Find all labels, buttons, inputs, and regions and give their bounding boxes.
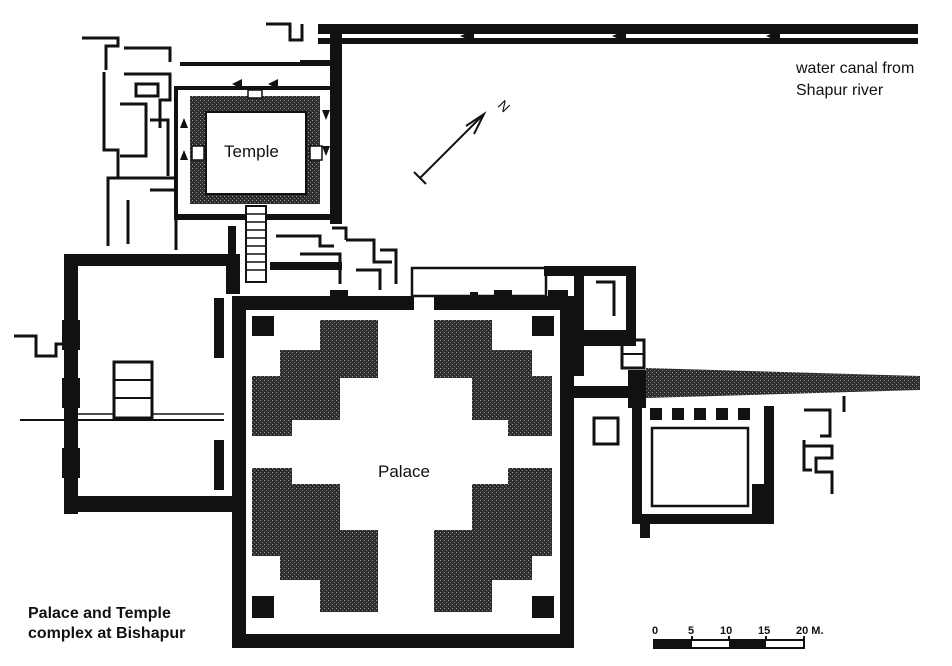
east-annex [802, 396, 846, 494]
canal-label-line-1: water canal from [796, 60, 915, 77]
northeast-rooms [410, 266, 636, 446]
north-label: N [495, 97, 513, 115]
canal-label: water canal from Shapur river [796, 58, 914, 102]
scale-tick-5: 5 [688, 625, 694, 637]
palace [232, 290, 574, 648]
scale-tick-10: 10 [720, 625, 732, 637]
temple-staircase [228, 205, 342, 283]
palace-ne-pier [434, 320, 552, 436]
east-gateway [620, 338, 646, 408]
plan-caption: Palace and Temple complex at Bishapur [28, 604, 185, 644]
palace-se-pier [434, 468, 552, 612]
palace-sw-pier [252, 468, 378, 612]
scale-tick-0: 0 [652, 625, 658, 637]
scale-tick-20: 20 M. [796, 625, 824, 637]
foundation-traces [276, 226, 398, 290]
scale-bar: 0 5 10 15 20 M. [652, 625, 824, 649]
northwest-annex [82, 22, 304, 250]
temple-label: Temple [224, 142, 279, 161]
scale-tick-15: 15 [758, 625, 770, 637]
palace-nw-pier [252, 320, 378, 436]
canal-flow-arrows [180, 30, 780, 160]
plan-caption-line-1: Palace and Temple [28, 605, 171, 622]
north-arrow [413, 111, 487, 185]
plan-caption-line-2: complex at Bishapur [28, 625, 186, 642]
east-corridor [646, 368, 920, 398]
palace-label: Palace [378, 462, 430, 481]
east-courtyard [632, 402, 774, 538]
canal-label-line-2: Shapur river [796, 82, 884, 99]
west-hall [14, 254, 240, 514]
